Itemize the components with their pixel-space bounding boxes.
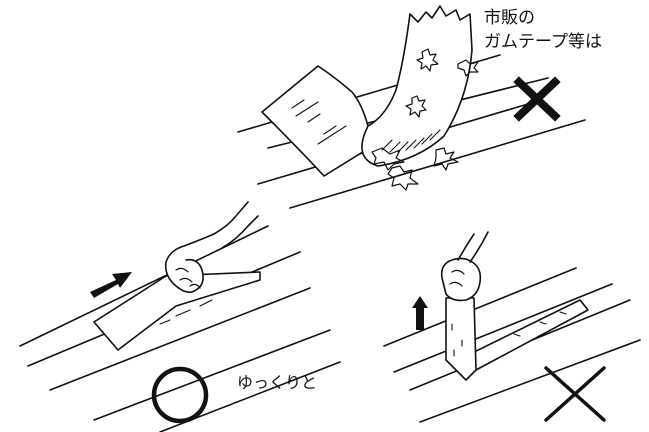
slowly-label: ゆっくりと bbox=[237, 373, 318, 392]
tape-strip-folded bbox=[93, 271, 261, 351]
tape-hatching-vertical bbox=[451, 323, 463, 357]
hand-right bbox=[440, 231, 489, 302]
panel-gum-tape bbox=[237, 5, 586, 209]
panel-peel-slowly bbox=[19, 201, 341, 432]
tape-flat-part bbox=[261, 65, 383, 177]
panel-pull-up bbox=[383, 231, 641, 423]
direction-arrow-up bbox=[412, 296, 428, 330]
ok-mark bbox=[151, 366, 209, 424]
direction-arrow-left bbox=[90, 272, 132, 298]
tape-curl bbox=[361, 5, 473, 167]
floor-lines-left bbox=[19, 225, 341, 432]
hand-left-fingers bbox=[175, 267, 201, 289]
ng-mark-bottom-right bbox=[544, 366, 606, 422]
hand-right-fingers bbox=[449, 269, 465, 287]
commercial-tape-label-line1: 市販の bbox=[484, 8, 535, 28]
floor-damage bbox=[371, 147, 405, 171]
tape-strip-vertical bbox=[445, 297, 477, 381]
floor-damage bbox=[387, 165, 419, 191]
tape-hatching-curl bbox=[381, 129, 441, 153]
commercial-tape-label-line2: ガムテープ等は bbox=[484, 32, 602, 52]
tape-fragment bbox=[457, 59, 479, 77]
tape-fragment bbox=[405, 95, 427, 118]
tape-fragment bbox=[416, 48, 439, 72]
hand-left bbox=[164, 201, 259, 294]
tape-hatching-flat bbox=[291, 99, 347, 145]
ng-mark-top bbox=[513, 76, 561, 122]
commercial-tape-label: 市販の ガムテープ等は bbox=[484, 6, 602, 54]
tape-hatching-right bbox=[513, 311, 567, 337]
floor-damage bbox=[433, 147, 459, 171]
tape-hatching-left bbox=[159, 299, 213, 325]
